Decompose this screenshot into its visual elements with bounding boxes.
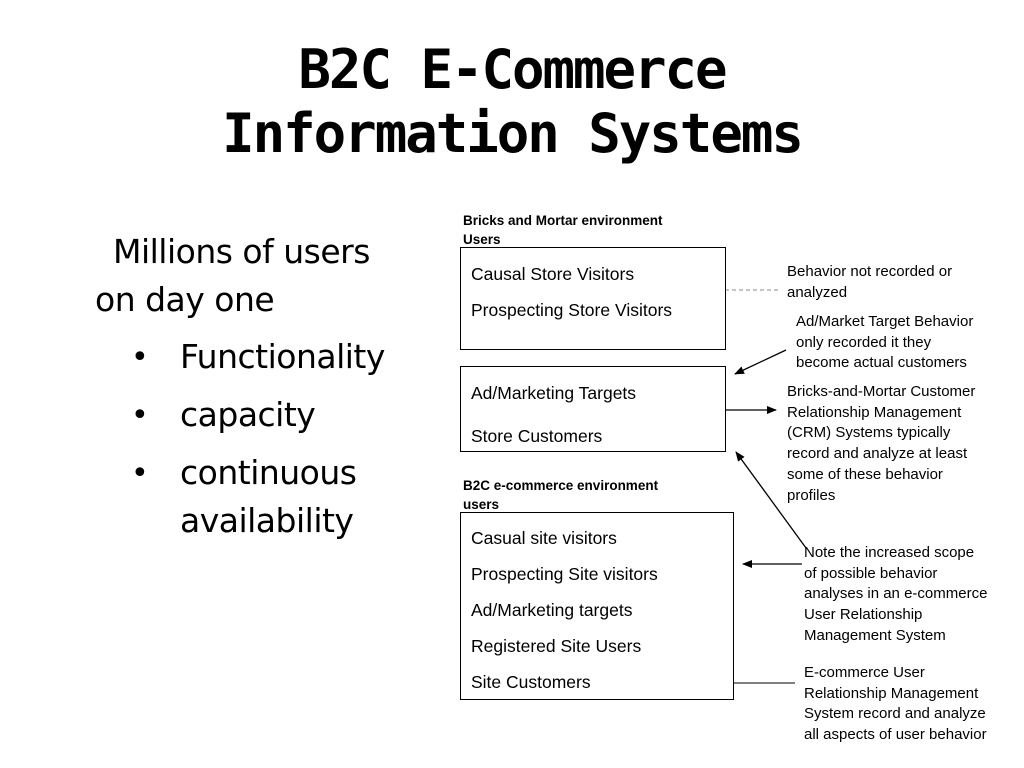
bricks-heading: Bricks and Mortar environment Users: [463, 211, 723, 249]
bullet-capacity: capacity: [180, 395, 316, 434]
bullet-marker-2: •: [131, 398, 149, 433]
note-line: record and analyze at least: [787, 445, 968, 463]
bricks-heading-line-2: Users: [463, 232, 501, 247]
note-line: System record and analyze: [804, 705, 986, 723]
note-line: (CRM) Systems typically: [787, 424, 951, 442]
intro-line-1: Millions of users: [113, 232, 370, 271]
store-item-causal-visitors: Causal Store Visitors: [471, 264, 635, 284]
note-line: Ad/Market Target Behavior: [796, 313, 974, 330]
ad-target-arrow: [734, 349, 787, 375]
note-line: Behavior not recorded or: [787, 263, 953, 280]
bullet-marker-1: •: [131, 340, 149, 375]
store-visitors-box: [460, 247, 726, 350]
bullet-continuous: continuous: [180, 453, 357, 492]
note-line: User Relationship: [804, 606, 923, 624]
b2c-heading: B2C e-commerce environment users: [463, 476, 723, 514]
note-line: Relationship Management: [804, 684, 979, 702]
slide-title-line-2: Information Systems: [222, 102, 804, 165]
b2c-heading-line-2: users: [463, 497, 500, 512]
note-not-recorded: Behavior not recorded or analyzed: [787, 262, 952, 303]
slide-title: B2C E-Commerce Information Systems: [0, 38, 1024, 166]
note-line: Management System: [804, 626, 946, 644]
note-line: E-commerce User: [804, 664, 925, 681]
note-line: profiles: [787, 486, 836, 504]
note-line: only recorded it they: [796, 333, 932, 351]
note-line: analyzed: [787, 283, 848, 301]
b2c-item-registered-users: Registered Site Users: [471, 636, 642, 656]
note-line: of possible behavior: [804, 564, 938, 582]
store-item-prospecting-visitors: Prospecting Store Visitors: [471, 300, 673, 320]
note-line: all aspects of user behavior: [804, 726, 987, 744]
b2c-users-box: [460, 512, 734, 700]
note-line: Bricks-and-Mortar Customer: [787, 383, 976, 400]
note-line: Relationship Management: [787, 403, 962, 421]
store-customers-box: [460, 366, 726, 452]
b2c-item-casual-visitors: Casual site visitors: [471, 528, 617, 548]
note-ecommerce-urm: E-commerce User Relationship Management …: [804, 663, 987, 746]
bullet-functionality: Functionality: [180, 337, 385, 376]
b2c-item-prospecting-visitors: Prospecting Site visitors: [471, 564, 658, 584]
scope-to-store-arrow: [735, 451, 807, 549]
note-ad-target: Ad/Market Target Behavior only recorded …: [796, 312, 973, 374]
note-line: some of these behavior: [787, 465, 943, 483]
intro-line-2: on day one: [95, 280, 275, 319]
note-crm: Bricks-and-Mortar Customer Relationship …: [787, 382, 975, 506]
bullet-availability: availability: [180, 501, 354, 540]
store-item-ad-marketing: Ad/Marketing Targets: [471, 383, 637, 403]
note-line: Note the increased scope: [804, 544, 975, 561]
b2c-item-site-customers: Site Customers: [471, 672, 591, 692]
note-increased-scope: Note the increased scope of possible beh…: [804, 543, 987, 647]
b2c-item-ad-marketing: Ad/Marketing targets: [471, 600, 633, 620]
note-line: become actual customers: [796, 354, 967, 372]
bricks-heading-line-1: Bricks and Mortar environment: [463, 213, 663, 228]
bullet-marker-3: •: [131, 456, 149, 491]
note-line: analyses in an e-commerce: [804, 585, 988, 603]
b2c-heading-line-1: B2C e-commerce environment: [463, 478, 659, 493]
slide-title-line-1: B2C E-Commerce: [298, 38, 727, 101]
store-item-customers: Store Customers: [471, 426, 603, 446]
